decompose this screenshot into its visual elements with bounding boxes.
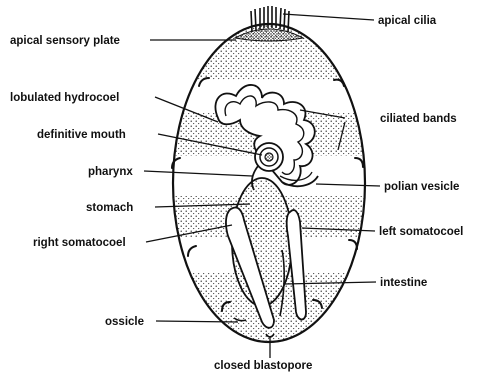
label-polian-vesicle: polian vesicle (384, 181, 459, 193)
label-apical-cilia: apical cilia (378, 15, 437, 27)
label-left-somatocoel: left somatocoel (379, 226, 463, 238)
label-ossicle: ossicle (105, 316, 144, 328)
label-stomach: stomach (86, 202, 133, 214)
label-right-somatocoel: right somatocoel (33, 237, 126, 249)
label-apical-sensory-plate: apical sensory plate (10, 35, 120, 47)
label-intestine: intestine (380, 277, 427, 289)
label-closed-blastopore: closed blastopore (214, 360, 312, 372)
label-ciliated-bands: ciliated bands (380, 113, 457, 125)
label-lobulated-hydrocoel: lobulated hydrocoel (10, 92, 119, 104)
label-pharynx: pharynx (88, 166, 133, 178)
definitive-mouth (255, 143, 283, 171)
label-definitive-mouth: definitive mouth (37, 129, 126, 141)
